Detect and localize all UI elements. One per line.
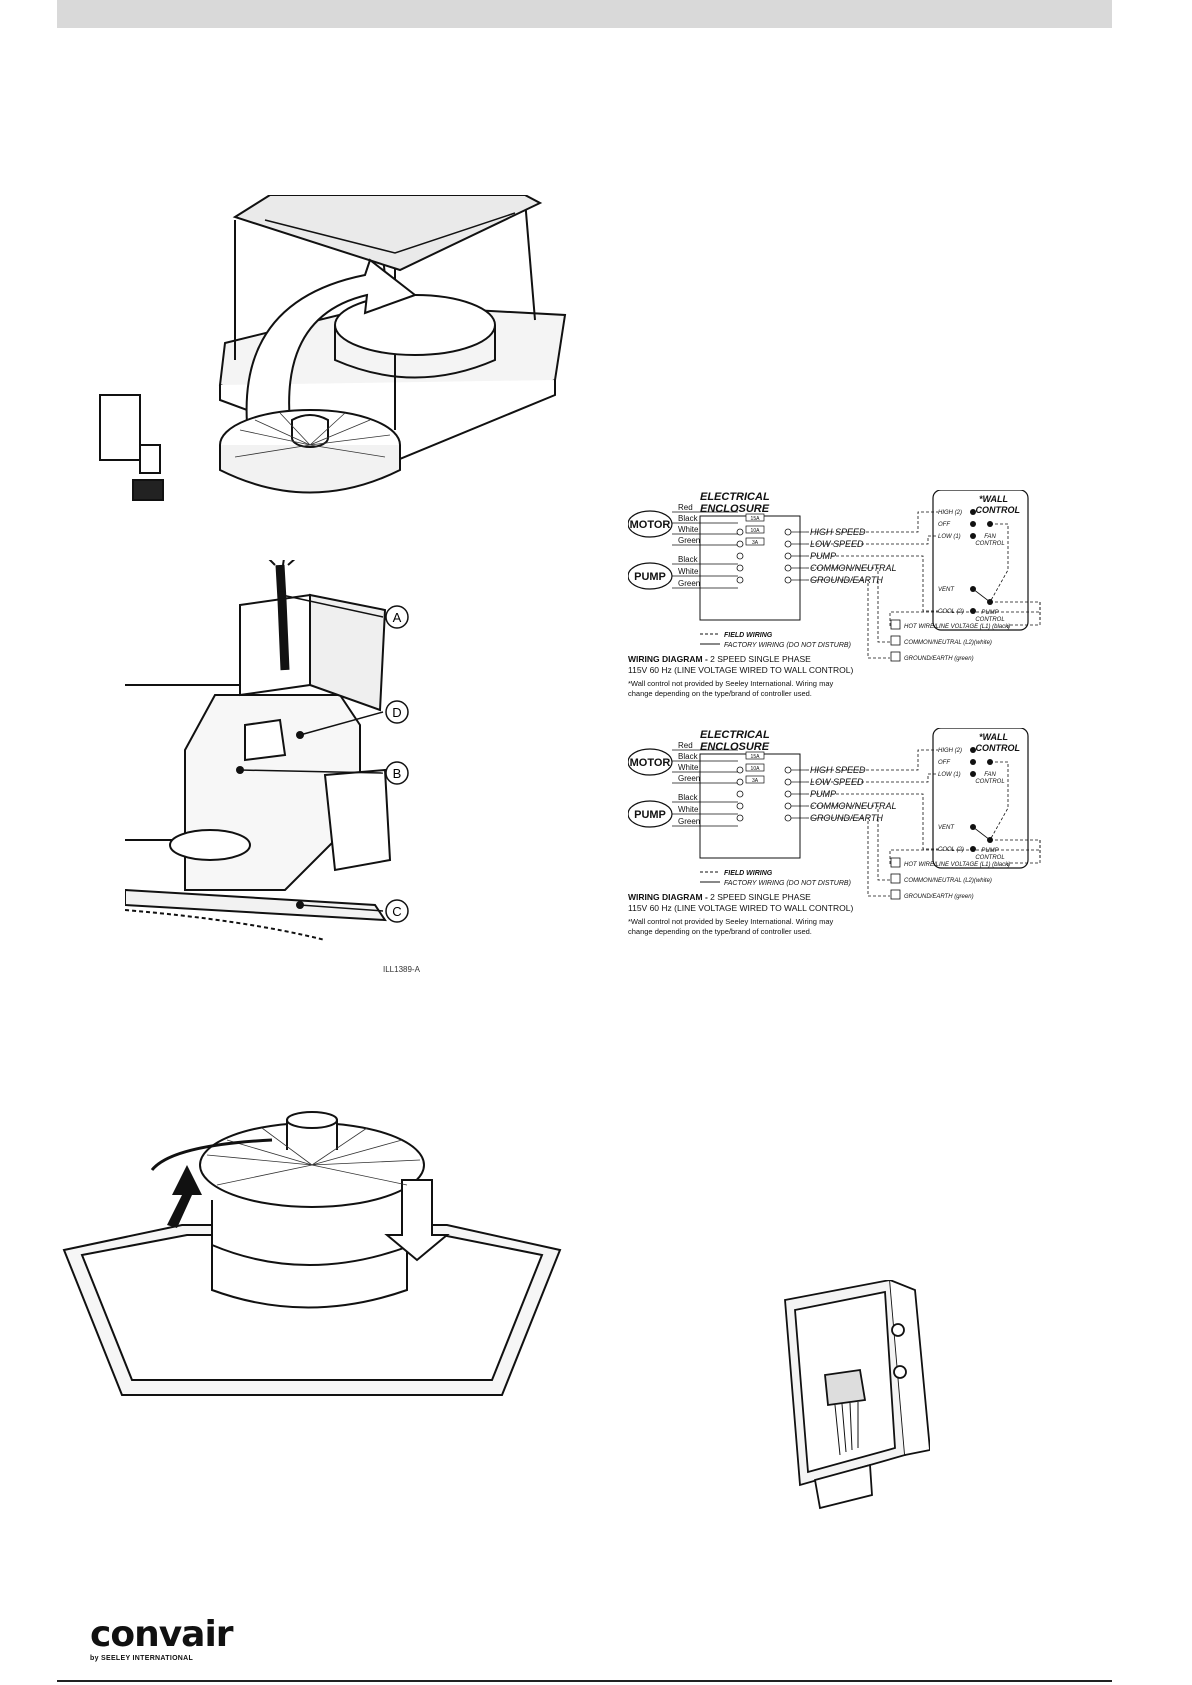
wiring-diagram-svg: ELECTRICALENCLOSUREMOTORPUMPRedBlackWhit… (628, 728, 1041, 936)
vent-label: VENT (938, 587, 955, 593)
motor-wire-label: Red (678, 741, 693, 750)
supply-label: HOT WIRE/LINE VOLTAGE (L1) (black) (904, 862, 1010, 868)
supply-label: COMMON/NEUTRAL (L2)(white) (904, 640, 992, 646)
wiring-caption: WIRING DIAGRAM - 2 SPEED SINGLE PHASE (628, 892, 811, 902)
enclosure-title: ENCLOSURE (700, 741, 770, 753)
enclosure-figure (780, 1280, 930, 1510)
motor-wire-label: Green (678, 536, 700, 545)
electrical-enclosure-illustration (784, 1280, 930, 1510)
header-bar (57, 0, 1112, 28)
figure-code: ILL1389-A (383, 965, 421, 974)
wall-control-title: *WALL (979, 732, 1008, 742)
motor-label: MOTOR (630, 519, 671, 531)
motor-wire-label: Red (678, 503, 693, 512)
wiring-note: *Wall control not provided by Seeley Int… (628, 917, 833, 926)
wall-position-label: OFF (938, 522, 950, 528)
wiring-caption: WIRING DIAGRAM - 2 SPEED SINGLE PHASE (628, 654, 811, 664)
vent-label: VENT (938, 825, 955, 831)
wall-position-label: LOW (1) (938, 534, 961, 540)
fan-control-label: CONTROL (975, 541, 1004, 547)
legend-factory: FACTORY WIRING (DO NOT DISTURB) (724, 642, 851, 649)
pump-wire-label: White (678, 567, 699, 576)
fan-control-label: CONTROL (975, 779, 1004, 785)
fan-control-label: FAN (984, 772, 996, 778)
wiring-caption-line2: 115V 60 Hz (LINE VOLTAGE WIRED TO WALL C… (628, 665, 853, 675)
callout-b: B (393, 766, 402, 781)
pump-control-label: CONTROL (975, 617, 1004, 623)
supply-label: COMMON/NEUTRAL (L2)(white) (904, 878, 992, 884)
unit-exploded-figure (95, 195, 575, 540)
wall-control-title: CONTROL (976, 743, 1021, 753)
pump-wire-label: White (678, 805, 699, 814)
pump-wire-label: Green (678, 579, 700, 588)
cool-label: COOL (2) (938, 847, 964, 853)
logo-subtext: by SEELEY INTERNATIONAL (90, 1655, 194, 1662)
fuse-label: 3A (752, 778, 759, 784)
wiring-diagram-svg: ELECTRICALENCLOSUREMOTORPUMPRedBlackWhit… (628, 490, 1041, 698)
pump-wire-label: Black (678, 793, 699, 802)
wall-position-label: LOW (1) (938, 772, 961, 778)
motor-label: MOTOR (630, 757, 671, 769)
fuse-label: 3A (752, 540, 759, 546)
pump-wire-label: Green (678, 817, 700, 826)
pump-wire-label: Black (678, 555, 699, 564)
fan-install-illustration (62, 1111, 562, 1396)
pump-label: PUMP (634, 571, 666, 583)
wall-position-label: HIGH (2) (938, 748, 962, 754)
wiring-note: change depending on the type/brand of co… (628, 689, 812, 698)
legend-field: FIELD WIRING (724, 870, 773, 877)
wall-position-label: OFF (938, 760, 950, 766)
wall-control-title: *WALL (979, 494, 1008, 504)
callout-a: A (393, 610, 402, 625)
motor-wire-label: Black (678, 514, 699, 523)
supply-label: GROUND/EARTH (green) (904, 894, 974, 900)
motor-wire-label: Black (678, 752, 699, 761)
pump-label: PUMP (634, 809, 666, 821)
fan-control-label: FAN (984, 534, 996, 540)
fuse-label: 15A (751, 754, 761, 760)
wiring-note: change depending on the type/brand of co… (628, 927, 812, 936)
unit-exploded-illustration (99, 195, 567, 501)
pump-control-label: CONTROL (975, 855, 1004, 861)
wiring-note: *Wall control not provided by Seeley Int… (628, 679, 833, 688)
wall-control-title: CONTROL (976, 505, 1021, 515)
fuse-label: 10A (751, 528, 761, 534)
cable-detail-figure: A D B C ILL1389-A (125, 560, 455, 980)
fuse-label: 10A (751, 766, 761, 772)
supply-label: HOT WIRE/LINE VOLTAGE (L1) (black) (904, 624, 1010, 630)
enclosure-title: ELECTRICAL (700, 491, 770, 503)
logo-text: convair (90, 1614, 234, 1655)
callout-d: D (392, 705, 401, 720)
wiring-caption-line2: 115V 60 Hz (LINE VOLTAGE WIRED TO WALL C… (628, 903, 853, 913)
wall-position-label: HIGH (2) (938, 510, 962, 516)
brand-logo: convair by SEELEY INTERNATIONAL (90, 1614, 234, 1663)
enclosure-title: ENCLOSURE (700, 503, 770, 515)
legend-field: FIELD WIRING (724, 632, 773, 639)
legend-factory: FACTORY WIRING (DO NOT DISTURB) (724, 880, 851, 887)
motor-wire-label: Green (678, 774, 700, 783)
motor-wire-label: White (678, 525, 699, 534)
footer-rule (57, 1680, 1112, 1682)
cool-label: COOL (2) (938, 609, 964, 615)
supply-label: GROUND/EARTH (green) (904, 656, 974, 662)
pump-control-label: PUMP (981, 610, 998, 616)
enclosure-title: ELECTRICAL (700, 729, 770, 741)
fuse-label: 15A (751, 516, 761, 522)
pump-control-label: PUMP (981, 848, 998, 854)
motor-wire-label: White (678, 763, 699, 772)
callout-c: C (392, 904, 401, 919)
fan-install-figure (62, 1110, 562, 1410)
cable-detail-illustration: A D B C ILL1389-A (125, 560, 421, 974)
